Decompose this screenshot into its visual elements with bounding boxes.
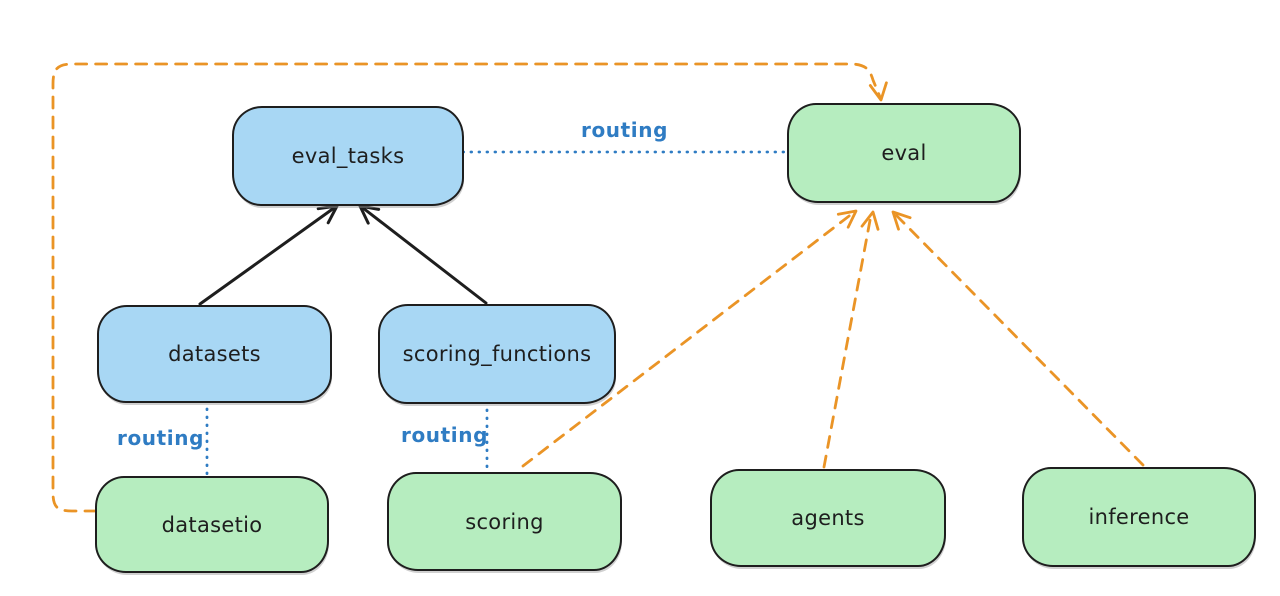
node-eval-tasks: eval_tasks — [232, 106, 464, 206]
arrowhead-inference-to-eval-icon — [891, 210, 912, 231]
node-inference: inference — [1022, 467, 1256, 567]
routing-label-scoring-functions-scoring: routing — [401, 423, 489, 447]
arrowhead-datasetio-to-eval-icon — [868, 81, 888, 102]
edge-inference-to-eval — [893, 212, 1145, 467]
routing-label-datasets-datasetio: routing — [117, 426, 205, 450]
edge-scoring-functions-to-eval-tasks — [361, 206, 488, 305]
edge-datasets-to-eval-tasks — [198, 206, 336, 306]
routing-label-eval-tasks-eval: routing — [581, 118, 669, 142]
node-eval-tasks-label: eval_tasks — [291, 144, 405, 168]
node-eval-label: eval — [881, 141, 927, 165]
node-scoring-functions: scoring_functions — [378, 304, 616, 404]
node-agents: agents — [710, 469, 946, 567]
arrowhead-scoring-functions-to-eval-tasks-icon — [358, 204, 381, 225]
node-scoring-label: scoring — [465, 509, 544, 534]
arrowhead-agents-to-eval-icon — [860, 210, 880, 231]
node-scoring-functions-label: scoring_functions — [402, 342, 592, 366]
node-inference-label: inference — [1088, 505, 1190, 529]
edge-agents-to-eval — [822, 213, 873, 469]
node-datasetio: datasetio — [95, 476, 329, 573]
node-datasetio-label: datasetio — [161, 512, 263, 537]
node-datasets: datasets — [97, 305, 332, 403]
node-agents-label: agents — [791, 506, 865, 530]
arrowhead-datasets-to-eval-tasks-icon — [316, 204, 339, 225]
arrowhead-scoring-to-eval-icon — [836, 209, 858, 229]
node-eval: eval — [787, 103, 1021, 203]
node-datasets-label: datasets — [168, 342, 261, 366]
node-scoring: scoring — [387, 472, 622, 571]
